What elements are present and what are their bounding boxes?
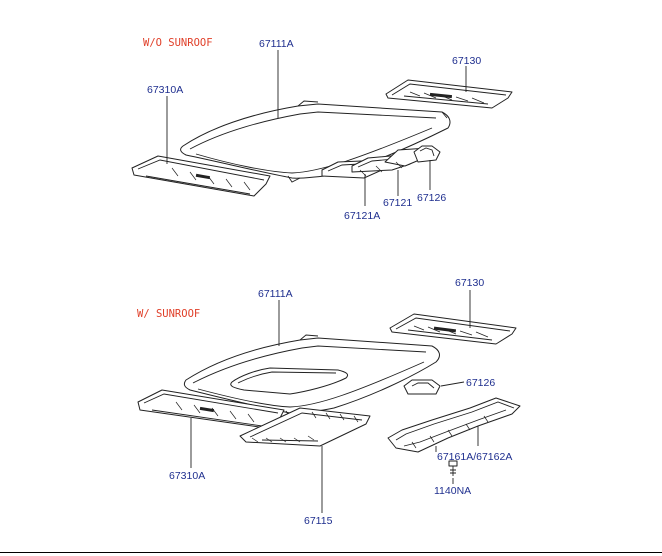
- label-sunroof-frame-bottom: 67115: [304, 515, 333, 527]
- reinforcement-bottom: [387, 397, 521, 453]
- bottom-border: [0, 552, 662, 553]
- bottom-assembly: W/ SUNROOF: [137, 277, 521, 527]
- label-front-rail-top: 67310A: [147, 84, 183, 96]
- bracket-top: [413, 145, 441, 163]
- label-bow-top: 67121: [383, 197, 412, 209]
- top-assembly: W/O SUNROOF: [131, 37, 513, 222]
- label-roof-panel-bottom: 67111A: [258, 288, 293, 300]
- label-rear-rail-bottom: 67130: [455, 277, 484, 289]
- label-fastener-bottom: 1140NA: [434, 485, 471, 497]
- label-bracket-top: 67126: [417, 192, 446, 204]
- section-label-with-sunroof: W/ SUNROOF: [137, 308, 200, 320]
- rear-rail-bottom: [389, 313, 517, 345]
- section-label-without-sunroof: W/O SUNROOF: [143, 37, 213, 49]
- rear-rail-top: [385, 79, 513, 109]
- roof-panel-bottom: [183, 334, 440, 418]
- label-front-rail-bottom: 67310A: [169, 470, 205, 482]
- label-bow-a-top: 67121A: [344, 210, 380, 222]
- label-bracket-bottom: 67126: [466, 377, 495, 389]
- sunroof-frame-bottom: [239, 407, 371, 447]
- front-rail-bottom: [137, 389, 285, 429]
- front-rail-top: [131, 155, 271, 197]
- bracket-bottom: [403, 379, 441, 395]
- label-reinforcement-bottom: 67161A/67162A: [437, 451, 512, 463]
- roof-panel-top: [180, 100, 451, 183]
- label-rear-rail-top: 67130: [452, 55, 481, 67]
- label-roof-panel-top: 67111A: [259, 38, 294, 50]
- leader-bracket-bottom: [440, 381, 465, 387]
- fastener-bottom: [448, 460, 458, 476]
